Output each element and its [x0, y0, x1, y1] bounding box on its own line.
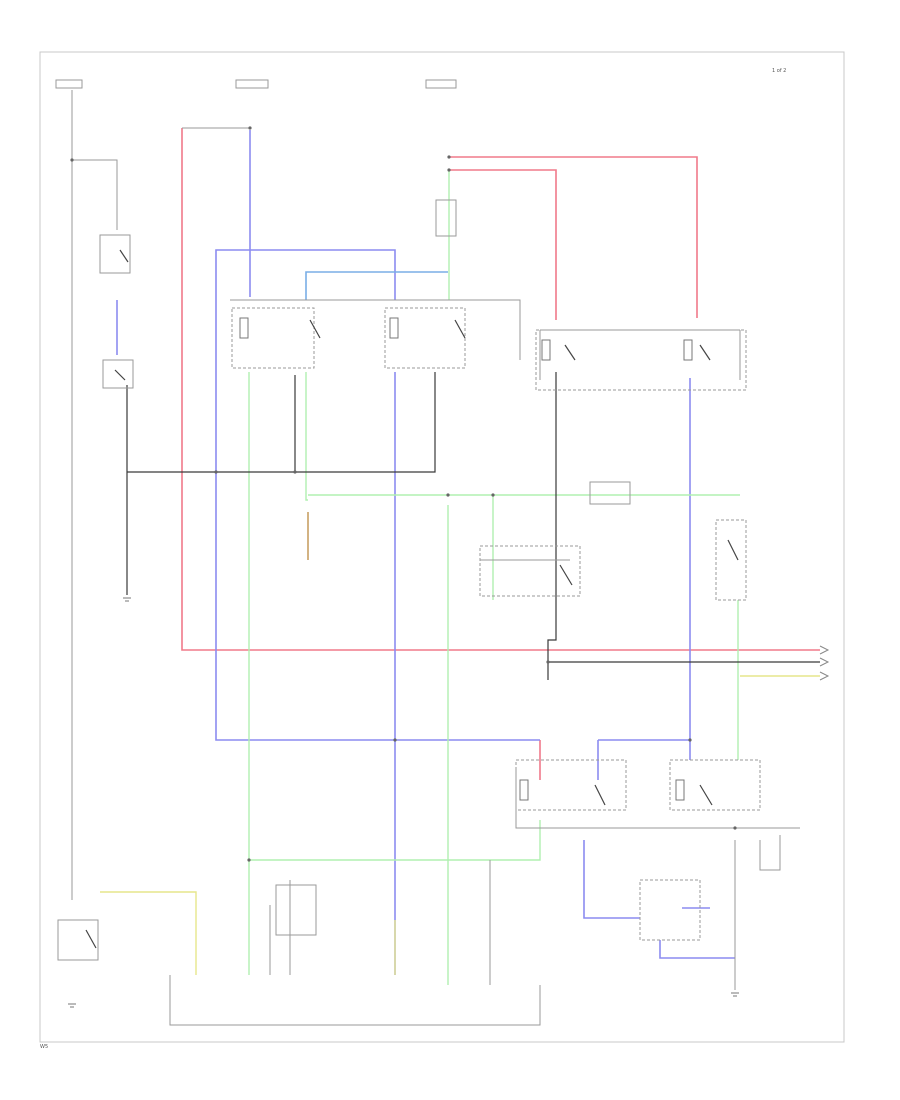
- components: [55, 79, 761, 961]
- page-label: 1 of 2: [772, 68, 787, 74]
- green-wires: [248, 170, 740, 985]
- diagram-frame: [39, 51, 845, 1043]
- red-wires: [181, 128, 820, 780]
- connector-arrows: [819, 645, 830, 681]
- splice-dots: [70, 126, 737, 862]
- yellow-wires: [100, 675, 820, 975]
- footer-code: W5: [40, 1044, 49, 1050]
- relay-coils: [239, 317, 693, 801]
- blue-wires: [116, 130, 735, 975]
- black-wires: [126, 372, 820, 680]
- lightblue-wire: [305, 271, 448, 300]
- switch-contacts: [85, 249, 739, 949]
- ground-symbols: [68, 597, 739, 1008]
